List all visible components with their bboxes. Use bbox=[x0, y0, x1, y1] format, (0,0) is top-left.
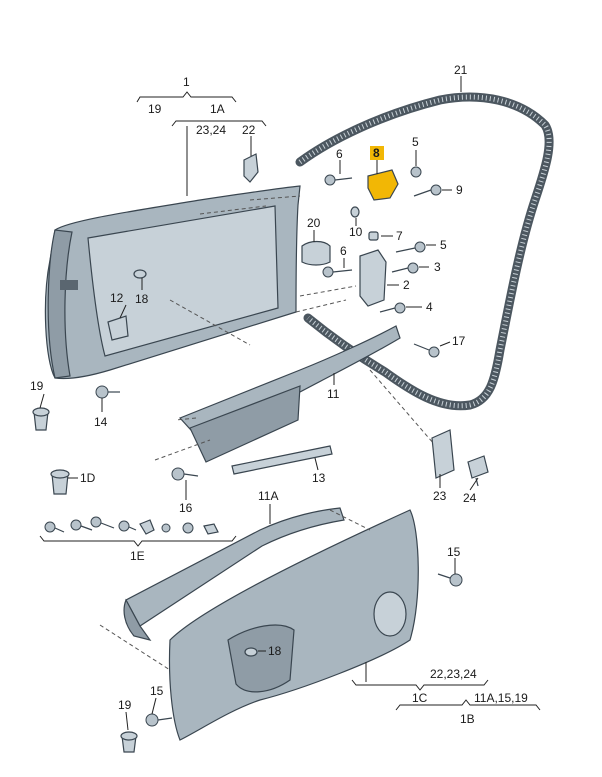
group-brackets bbox=[39, 91, 541, 711]
highlight-8 bbox=[370, 146, 384, 160]
seal-11A bbox=[123, 507, 345, 641]
screw-9 bbox=[413, 184, 442, 197]
label-8: 8 bbox=[373, 146, 380, 160]
bracket-22 bbox=[243, 153, 259, 183]
door-seal-21 bbox=[295, 92, 554, 411]
plug-10 bbox=[350, 206, 360, 218]
label-1: 1 bbox=[183, 75, 190, 89]
label-1C: 1C bbox=[412, 691, 428, 705]
label-18-top: 18 bbox=[135, 292, 149, 306]
door-frame-1 bbox=[44, 185, 301, 380]
cover-20 bbox=[301, 240, 331, 266]
label-12: 12 bbox=[110, 291, 124, 305]
callout-labels: 1 19 1A 23,24 22 21 5 6 8 9 10 7 20 6 5 … bbox=[30, 63, 528, 726]
clip-1D bbox=[50, 469, 70, 495]
label-1A: 1A bbox=[210, 102, 225, 116]
screw-3 bbox=[391, 262, 419, 274]
alignment-lines bbox=[99, 195, 435, 671]
screw-14 bbox=[95, 385, 120, 399]
clip-19b bbox=[120, 731, 138, 753]
label-22-23-24: 22,23,24 bbox=[430, 667, 477, 681]
screw-5a bbox=[410, 166, 422, 178]
label-1D: 1D bbox=[80, 471, 96, 485]
cap-7 bbox=[368, 231, 379, 241]
label-14: 14 bbox=[94, 415, 108, 429]
label-19-mid: 19 bbox=[30, 379, 44, 393]
screw-6b bbox=[322, 266, 353, 278]
screw-4 bbox=[379, 302, 406, 314]
label-7: 7 bbox=[396, 229, 403, 243]
label-11A-15-19: 11A,15,19 bbox=[474, 691, 528, 705]
screw-16 bbox=[171, 467, 199, 481]
hinge-8 bbox=[367, 169, 399, 201]
label-6-mid: 6 bbox=[340, 244, 347, 258]
window-seal-11 bbox=[178, 325, 401, 463]
label-5-top: 5 bbox=[412, 135, 419, 149]
bracket-23 bbox=[431, 429, 455, 479]
label-4: 4 bbox=[426, 300, 433, 314]
label-1B: 1B bbox=[460, 712, 475, 726]
label-19-bottom: 19 bbox=[118, 698, 132, 712]
label-2: 2 bbox=[403, 278, 410, 292]
screw-6a bbox=[324, 174, 353, 186]
label-22: 22 bbox=[242, 123, 256, 137]
label-6-top: 6 bbox=[336, 147, 343, 161]
label-11: 11 bbox=[327, 387, 340, 401]
screw-15b bbox=[145, 713, 173, 727]
label-3: 3 bbox=[434, 260, 441, 274]
label-16: 16 bbox=[179, 501, 193, 515]
label-10: 10 bbox=[349, 225, 363, 239]
hinge-2 bbox=[359, 249, 387, 307]
door-inner-panel bbox=[168, 509, 419, 741]
label-23-24-top: 23,24 bbox=[196, 123, 226, 137]
label-5-mid: 5 bbox=[440, 238, 447, 252]
label-11A: 11A bbox=[258, 489, 278, 503]
label-19-top: 19 bbox=[148, 102, 162, 116]
label-1E: 1E bbox=[130, 549, 145, 563]
label-17: 17 bbox=[452, 334, 466, 348]
fastener-set-1E bbox=[44, 516, 219, 535]
clip-19a bbox=[32, 407, 50, 431]
label-9: 9 bbox=[456, 183, 463, 197]
plug-18a bbox=[133, 269, 147, 279]
screw-17 bbox=[413, 343, 440, 358]
label-13: 13 bbox=[312, 471, 326, 485]
inner-seal-13 bbox=[231, 445, 333, 475]
label-18-bottom: 18 bbox=[268, 644, 282, 658]
label-20: 20 bbox=[307, 216, 321, 230]
screw-15a bbox=[437, 573, 463, 587]
bracket-24 bbox=[467, 455, 489, 487]
label-21: 21 bbox=[454, 63, 468, 77]
label-15-right: 15 bbox=[447, 545, 461, 559]
label-15-bottom: 15 bbox=[150, 684, 164, 698]
label-23: 23 bbox=[433, 489, 447, 503]
leader-lines bbox=[39, 76, 479, 731]
label-24: 24 bbox=[463, 491, 477, 505]
screw-5b bbox=[395, 241, 426, 253]
